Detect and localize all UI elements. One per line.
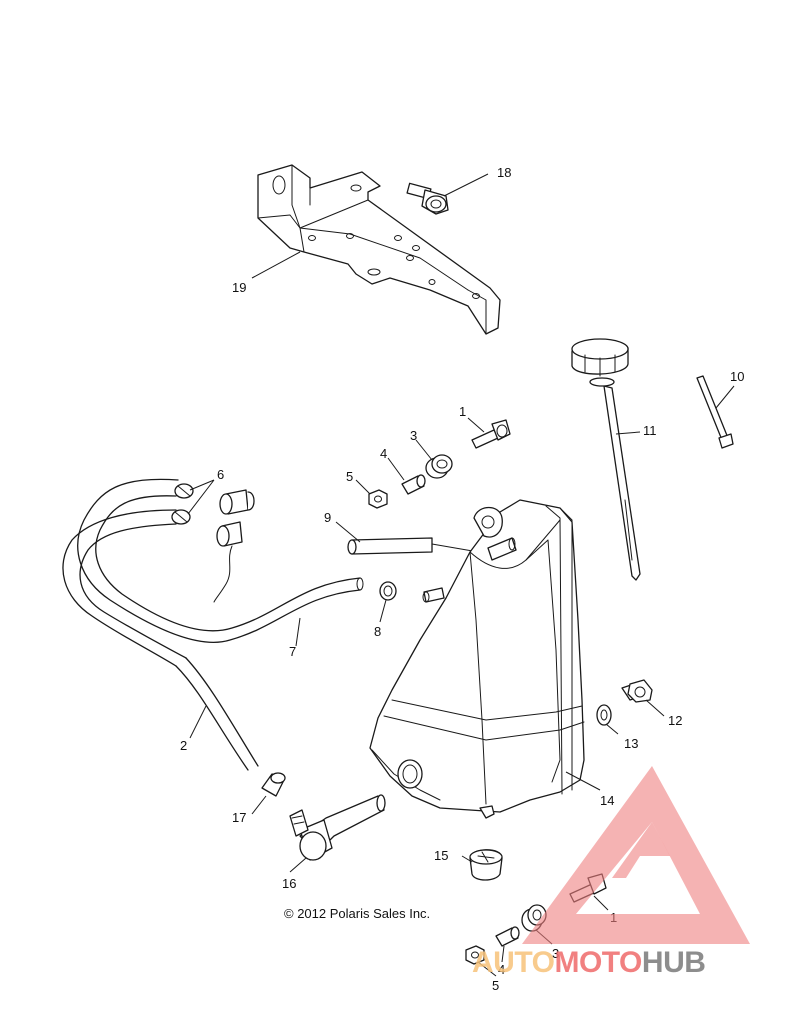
- callout-5-bottom: 5: [492, 978, 499, 993]
- vent-hose-short: [347, 537, 491, 555]
- callout-11: 11: [643, 423, 657, 438]
- callout-10: 10: [730, 369, 744, 384]
- callout-17: 17: [232, 810, 246, 825]
- filler-cap: [469, 849, 503, 881]
- callout-3: 3: [410, 428, 417, 443]
- mounting-bracket: [257, 164, 501, 335]
- callout-2: 2: [180, 738, 187, 753]
- hose-sleeve: [261, 772, 286, 797]
- hose-clamps: [171, 483, 194, 525]
- vent-caps: [213, 489, 255, 603]
- cable-tie: [696, 375, 734, 449]
- nut-bottom: [465, 945, 485, 965]
- callout-15: 15: [434, 848, 448, 863]
- oil-reservoir-tank: [369, 499, 585, 819]
- elbow-fitting: [289, 794, 386, 861]
- svg-text:AUTOMOTOHUB: AUTOMOTOHUB: [472, 946, 705, 979]
- grommet-top: [425, 454, 453, 479]
- callout-8: 8: [374, 624, 381, 639]
- callout-4: 4: [380, 446, 387, 461]
- flange-bolt: [406, 182, 449, 215]
- callout-6: 6: [217, 467, 224, 482]
- watermark-triangle: [522, 766, 750, 944]
- watermark-logo: AUTOMOTOHUB: [472, 766, 750, 979]
- spacer-top: [401, 474, 426, 495]
- drain-fitting: [621, 679, 653, 703]
- bolt-top: [471, 419, 511, 449]
- dipstick: [571, 338, 641, 581]
- hoses: [62, 478, 364, 771]
- spacer-bottom: [495, 926, 520, 947]
- callout-12: 12: [668, 713, 682, 728]
- callout-14: 14: [600, 793, 614, 808]
- sealing-washer: [596, 704, 612, 726]
- callout-3-bottom: 3: [552, 946, 559, 961]
- nut-top: [368, 489, 388, 509]
- callout-18: 18: [497, 165, 511, 180]
- callout-1: 1: [459, 404, 466, 419]
- watermark-moto: MOTO: [554, 946, 642, 979]
- callout-13: 13: [624, 736, 638, 751]
- callout-9: 9: [324, 510, 331, 525]
- watermark-auto: AUTO: [472, 946, 555, 979]
- callout-7: 7: [289, 644, 296, 659]
- callout-5: 5: [346, 469, 353, 484]
- callout-16: 16: [282, 876, 296, 891]
- callout-19: 19: [232, 280, 246, 295]
- callout-labels: 1 2 3 4 5 6 7 8 9 10 11 12 13 14 15 16 1…: [180, 165, 744, 993]
- hose-clamp-small: [379, 581, 397, 601]
- copyright-text: © 2012 Polaris Sales Inc.: [284, 906, 430, 921]
- callout-4-bottom: 4: [498, 962, 505, 977]
- watermark-hub: HUB: [642, 946, 706, 979]
